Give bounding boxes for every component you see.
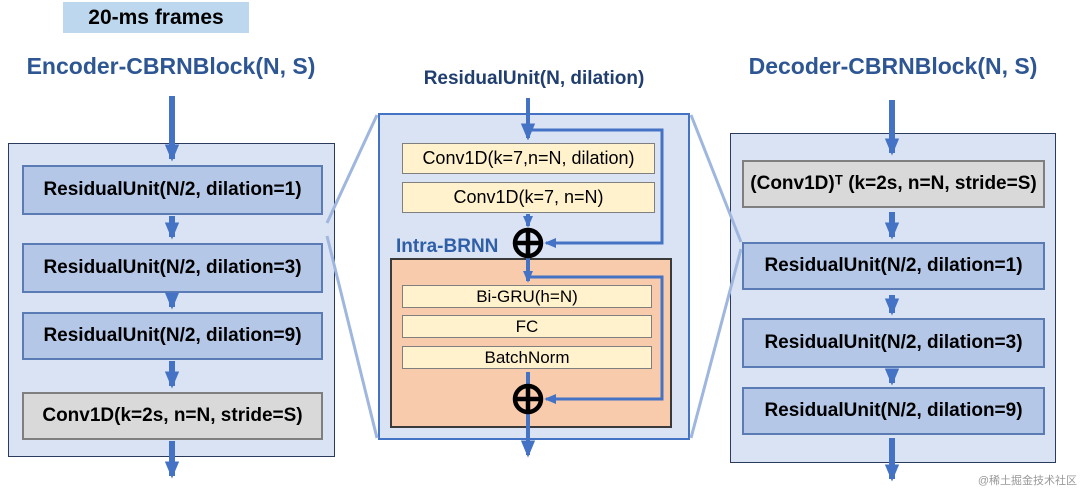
frames-badge-label: 20-ms frames (88, 5, 224, 29)
intra-brnn-label: Intra-BRNN (396, 236, 499, 257)
decoder-residual-unit-2: ResidualUnit(N/2, dilation=3) (742, 318, 1045, 368)
intra-brnn-container (390, 258, 672, 428)
fc-box: FC (402, 315, 652, 338)
bi-gru-box: Bi-GRU(h=N) (402, 285, 652, 308)
watermark: @稀土掘金技术社区 (977, 475, 1077, 487)
encoder-residual-unit-2: ResidualUnit(N/2, dilation=3) (22, 243, 323, 293)
encoder-residual-unit-3: ResidualUnit(N/2, dilation=9) (22, 312, 323, 360)
residual-conv1d-dilated-box: Conv1D(k=7,n=N, dilation) (402, 143, 655, 174)
batchnorm-box: BatchNorm (402, 346, 652, 369)
encoder-block-title: Encoder-CBRNBlock(N, S) (26, 53, 316, 79)
residual-unit-title: ResidualUnit(N, dilation) (423, 68, 645, 89)
decoder-residual-unit-3: ResidualUnit(N/2, dilation=9) (742, 387, 1045, 435)
decoder-block-title: Decoder-CBRNBlock(N, S) (748, 53, 1038, 79)
decoder-conv1d-transpose-box: (Conv1D)ᵀ (k=2s, n=N, stride=S) (742, 160, 1045, 208)
encoder-residual-unit-1: ResidualUnit(N/2, dilation=1) (22, 165, 323, 215)
decoder-residual-unit-1: ResidualUnit(N/2, dilation=1) (742, 242, 1045, 290)
residual-conv1d-box: Conv1D(k=7, n=N) (402, 182, 655, 213)
frames-badge: 20-ms frames (63, 2, 249, 33)
encoder-conv1d-box: Conv1D(k=2s, n=N, stride=S) (22, 392, 323, 440)
